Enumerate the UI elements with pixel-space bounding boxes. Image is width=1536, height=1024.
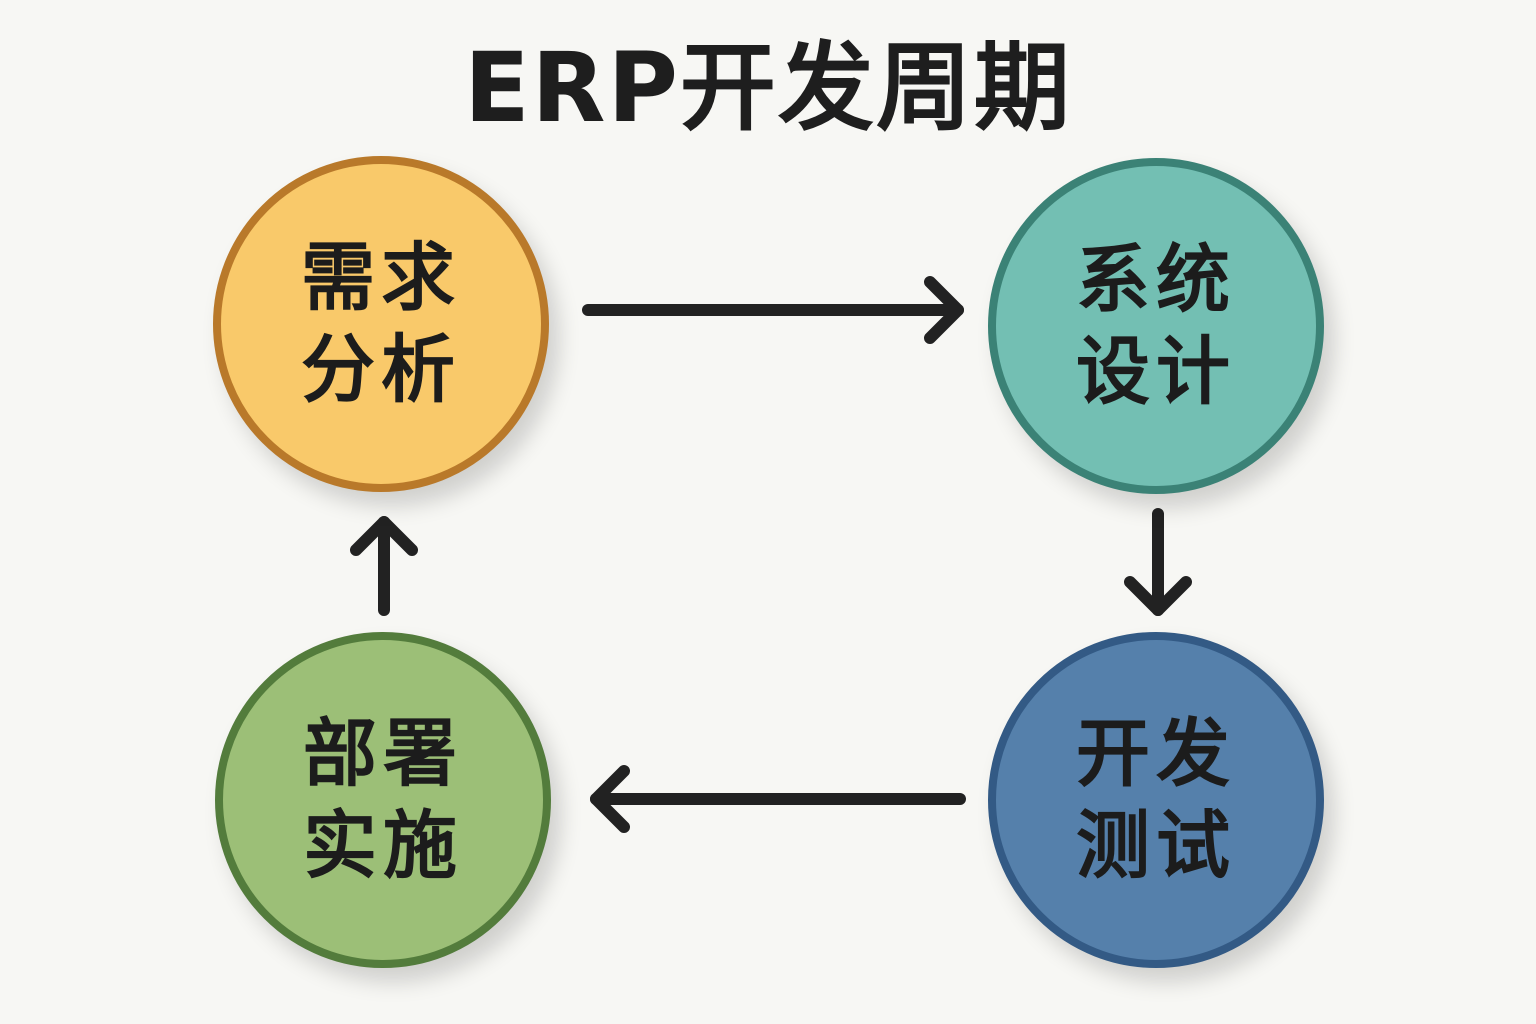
node-label: 需求分析 <box>301 235 461 413</box>
diagram-title: ERP开发周期 <box>464 32 1072 144</box>
arrow-head-icon <box>1124 576 1192 616</box>
arrow-deployment-to-requirements <box>350 516 418 616</box>
node-deployment-implementation: 部署实施 <box>215 632 551 968</box>
arrow-dev-test-to-deployment <box>590 765 966 833</box>
arrow-head-icon <box>590 765 630 833</box>
node-label: 开发测试 <box>1076 711 1236 889</box>
arrow-requirements-to-design <box>582 276 964 344</box>
node-label: 系统设计 <box>1076 237 1236 415</box>
arrow-head-icon <box>350 516 418 556</box>
arrow-design-to-dev-test <box>1124 508 1192 616</box>
node-development-testing: 开发测试 <box>988 632 1324 968</box>
node-label: 部署实施 <box>303 711 463 889</box>
node-system-design: 系统设计 <box>988 158 1324 494</box>
node-requirements-analysis: 需求分析 <box>213 156 549 492</box>
arrow-head-icon <box>924 276 964 344</box>
